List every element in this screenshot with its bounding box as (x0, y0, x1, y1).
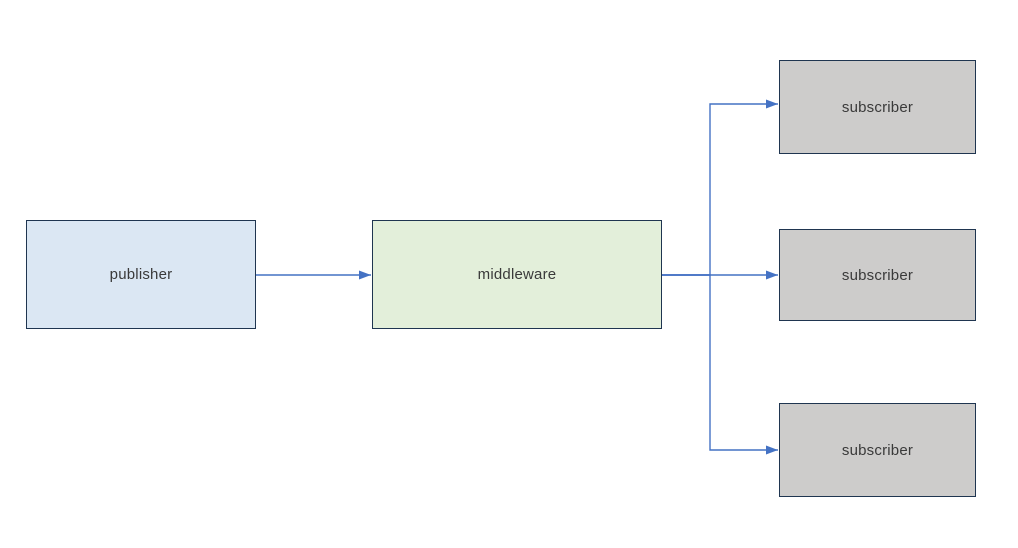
node-publisher: publisher (26, 220, 256, 329)
node-middleware: middleware (372, 220, 662, 329)
node-label: publisher (109, 266, 173, 283)
node-label: subscriber (841, 266, 914, 284)
node-subscriber-2: subscriber (779, 229, 976, 321)
node-subscriber-1: subscriber (779, 60, 976, 154)
node-label: middleware (477, 266, 557, 283)
edge-middleware-subscriber-3 (662, 274, 778, 455)
edge-middleware-subscriber-1 (662, 99, 778, 276)
node-subscriber-3: subscriber (779, 403, 976, 497)
node-label: subscriber (841, 98, 914, 116)
node-label: subscriber (841, 441, 914, 459)
